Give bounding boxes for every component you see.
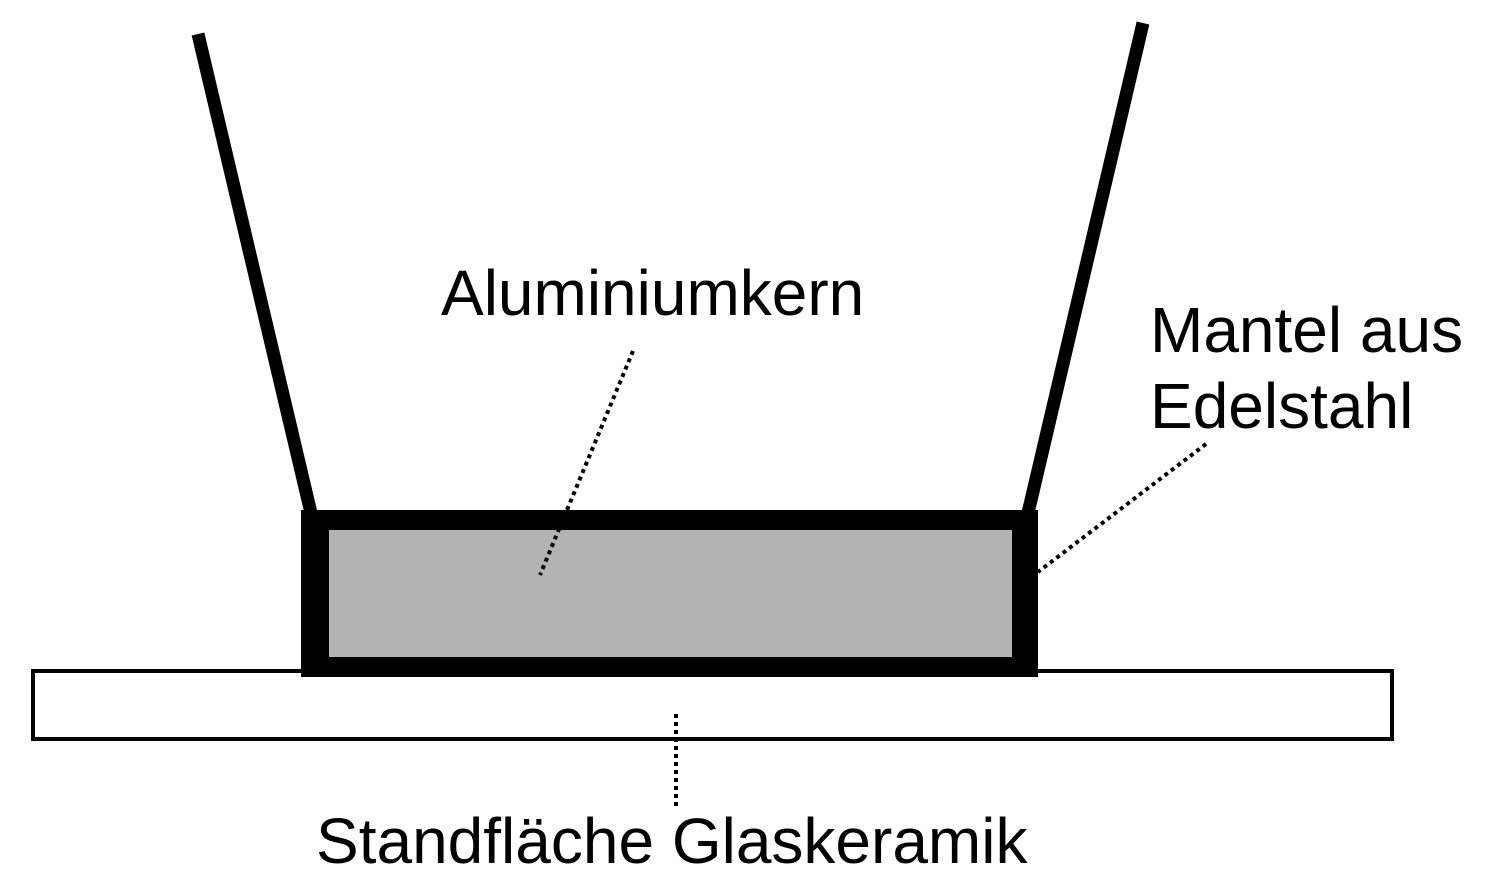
- label-aluminium-core: Aluminiumkern: [441, 257, 864, 329]
- label-jacket-line2: Edelstahl: [1150, 370, 1413, 442]
- glass-ceramic-plate: [31, 669, 1394, 741]
- pot-wall-left: [191, 32, 318, 515]
- base-label-backing: [314, 810, 1064, 880]
- leader-line-core: [538, 350, 635, 576]
- aluminium-core: [329, 530, 1012, 657]
- label-glass-ceramic-base: Standfläche Glaskeramik: [316, 805, 1028, 877]
- leader-line-jacket: [1036, 442, 1208, 574]
- pot-wall-right: [1021, 21, 1150, 515]
- label-jacket-line1: Mantel aus: [1150, 294, 1463, 366]
